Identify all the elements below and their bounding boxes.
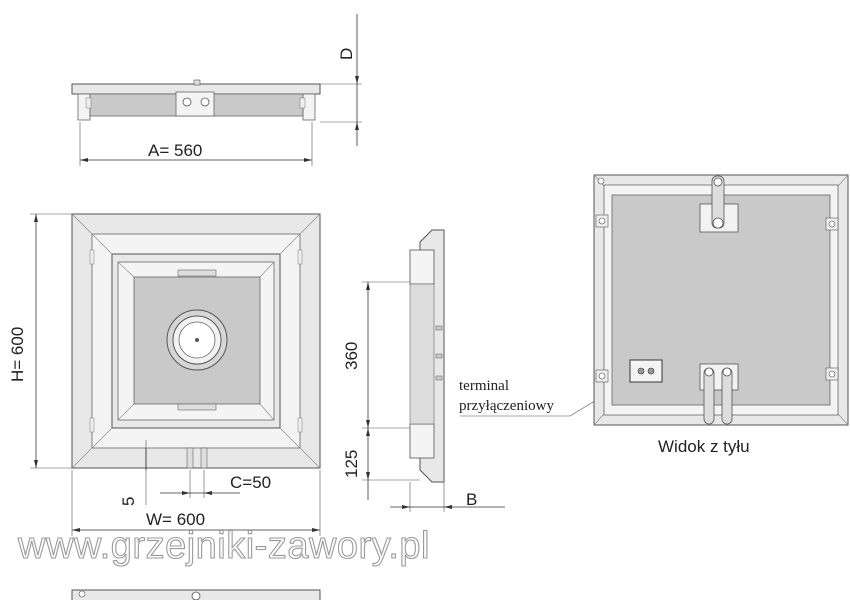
dim-offset-label: 5 (119, 497, 138, 506)
dim-height-label: H= 600 (8, 327, 27, 382)
rear-view-caption: Widok z tyłu (658, 437, 750, 456)
top-view-connector-left (182, 97, 192, 107)
dim-side-upper-label: 360 (342, 342, 361, 370)
top-view-knob (193, 79, 201, 86)
dim-width-label: W= 600 (146, 510, 205, 529)
front-view (71, 213, 321, 469)
top-view-connector-right (200, 97, 210, 107)
terminal-box (629, 359, 663, 383)
bottom-view-partial (71, 589, 321, 600)
side-view (409, 229, 445, 483)
front-connector-left (186, 447, 194, 469)
terminal-label-line1: terminal (459, 378, 509, 394)
terminal-label-line2: przyłączeniowy (459, 398, 554, 414)
dim-top-width-label: A= 560 (148, 141, 202, 160)
dim-side-lower-label: 125 (342, 450, 361, 478)
dim-spacing-label: C=50 (230, 473, 271, 492)
front-connector-right (200, 447, 208, 469)
rear-view (593, 174, 849, 426)
dim-depth-label: D (337, 48, 356, 60)
dim-side-depth-label: B (466, 490, 477, 509)
top-view (71, 79, 321, 121)
watermark: www.grzejniki-zawory.pl (17, 525, 430, 567)
